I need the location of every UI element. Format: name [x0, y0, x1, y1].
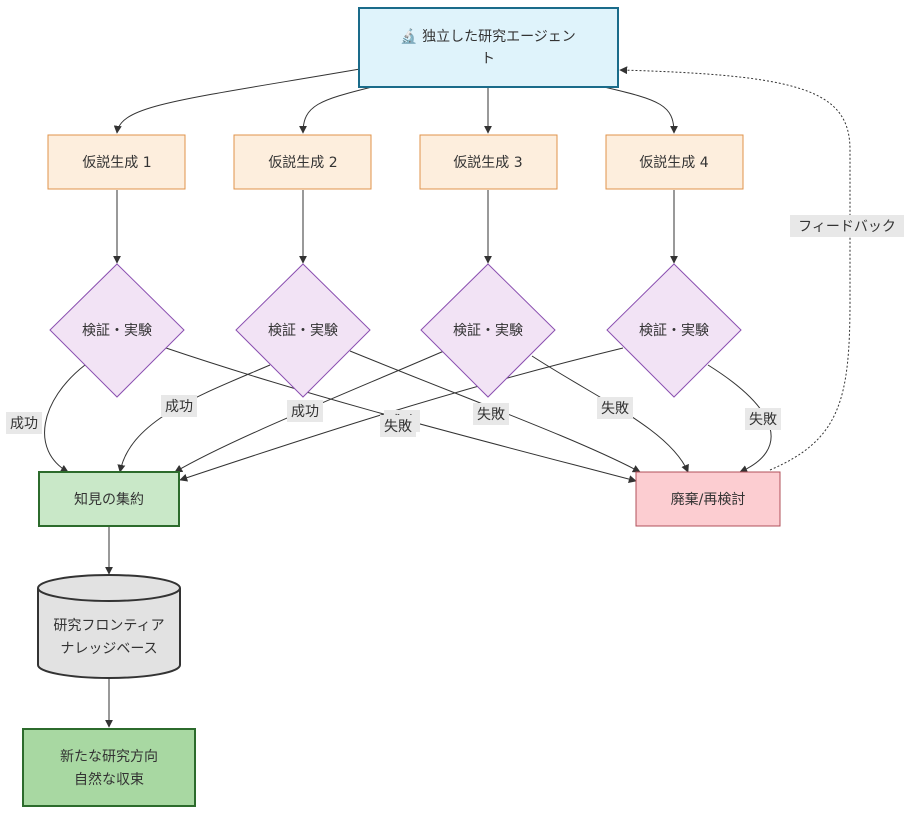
- database-node: 研究フロンティア ナレッジベース: [37, 574, 181, 679]
- failure-label-bg-1: [380, 415, 416, 437]
- verify-node-3: 検証・実験: [420, 263, 556, 398]
- failure-label-1: 失敗: [384, 419, 412, 435]
- agent-label-line2: ト: [481, 51, 495, 67]
- edge-labels: フィードバック 成功 成功 成功 成功 失敗 失敗 失敗 失敗: [6, 215, 904, 437]
- failure-label-bg-2: [473, 403, 509, 425]
- verify-node-2: 検証・実験: [235, 263, 371, 398]
- success-label-bg-1: [6, 412, 42, 434]
- success-label-bg-3: [287, 400, 323, 422]
- verify-label-3: 検証・実験: [453, 323, 523, 339]
- verify-label-2: 検証・実験: [268, 323, 338, 339]
- verify-label-1: 検証・実験: [82, 323, 152, 339]
- knowledge-node: 知見の集約: [38, 471, 180, 527]
- outcome-node: 新たな研究方向 自然な収束: [22, 728, 196, 807]
- knowledge-label: 知見の集約: [74, 491, 144, 508]
- edge-verify1-knowledge: [44, 364, 86, 473]
- failure-label-bg-3: [597, 397, 633, 419]
- success-label-3: 成功: [291, 404, 319, 420]
- feedback-label: フィードバック: [798, 219, 896, 235]
- edge-feedback: [619, 66, 851, 471]
- discard-node: 廃棄/再検討: [635, 471, 781, 527]
- failure-label-4: 失敗: [749, 412, 777, 428]
- hypothesis-label-4: 仮説生成 4: [639, 155, 708, 171]
- failure-label-2: 失敗: [477, 407, 505, 423]
- hypothesis-label-3: 仮説生成 3: [453, 155, 522, 171]
- agent-label-line1: 🔬 独立した研究エージェン: [400, 27, 576, 45]
- database-label-line1: 研究フロンティア: [53, 618, 164, 634]
- database-label-line2: ナレッジベース: [60, 641, 157, 657]
- edge-verify2-discard: [349, 350, 641, 473]
- failure-label-3: 失敗: [601, 401, 629, 417]
- hypothesis-node-1: 仮説生成 1: [47, 134, 186, 190]
- edge-verify2-knowledge: [117, 364, 271, 473]
- hypothesis-node-4: 仮説生成 4: [605, 134, 744, 190]
- hypothesis-label-1: 仮説生成 1: [82, 155, 151, 171]
- outcome-label-line1: 新たな研究方向: [60, 749, 158, 765]
- failure-label-bg-4: [745, 408, 781, 430]
- feedback-label-bg: [790, 215, 904, 237]
- edge-agent-hyp1: [113, 68, 361, 134]
- edge-agent-hyp2: [299, 86, 373, 134]
- hypothesis-node-2: 仮説生成 2: [233, 134, 372, 190]
- success-label-bg-2: [161, 395, 197, 417]
- outcome-label-line2: 自然な収束: [74, 771, 144, 788]
- hypothesis-label-2: 仮説生成 2: [268, 155, 337, 171]
- discard-label: 廃棄/再検討: [671, 491, 746, 508]
- success-label-2: 成功: [165, 399, 193, 415]
- agent-node: 🔬 独立した研究エージェン ト: [358, 7, 619, 88]
- edge-verify4-knowledge: [179, 347, 624, 482]
- success-label-1: 成功: [10, 416, 38, 432]
- edge-agent-hyp4: [603, 86, 678, 134]
- hypothesis-node-3: 仮説生成 3: [419, 134, 558, 190]
- verify-node-4: 検証・実験: [606, 263, 742, 398]
- verify-label-4: 検証・実験: [639, 323, 709, 339]
- verify-node-1: 検証・実験: [49, 263, 185, 398]
